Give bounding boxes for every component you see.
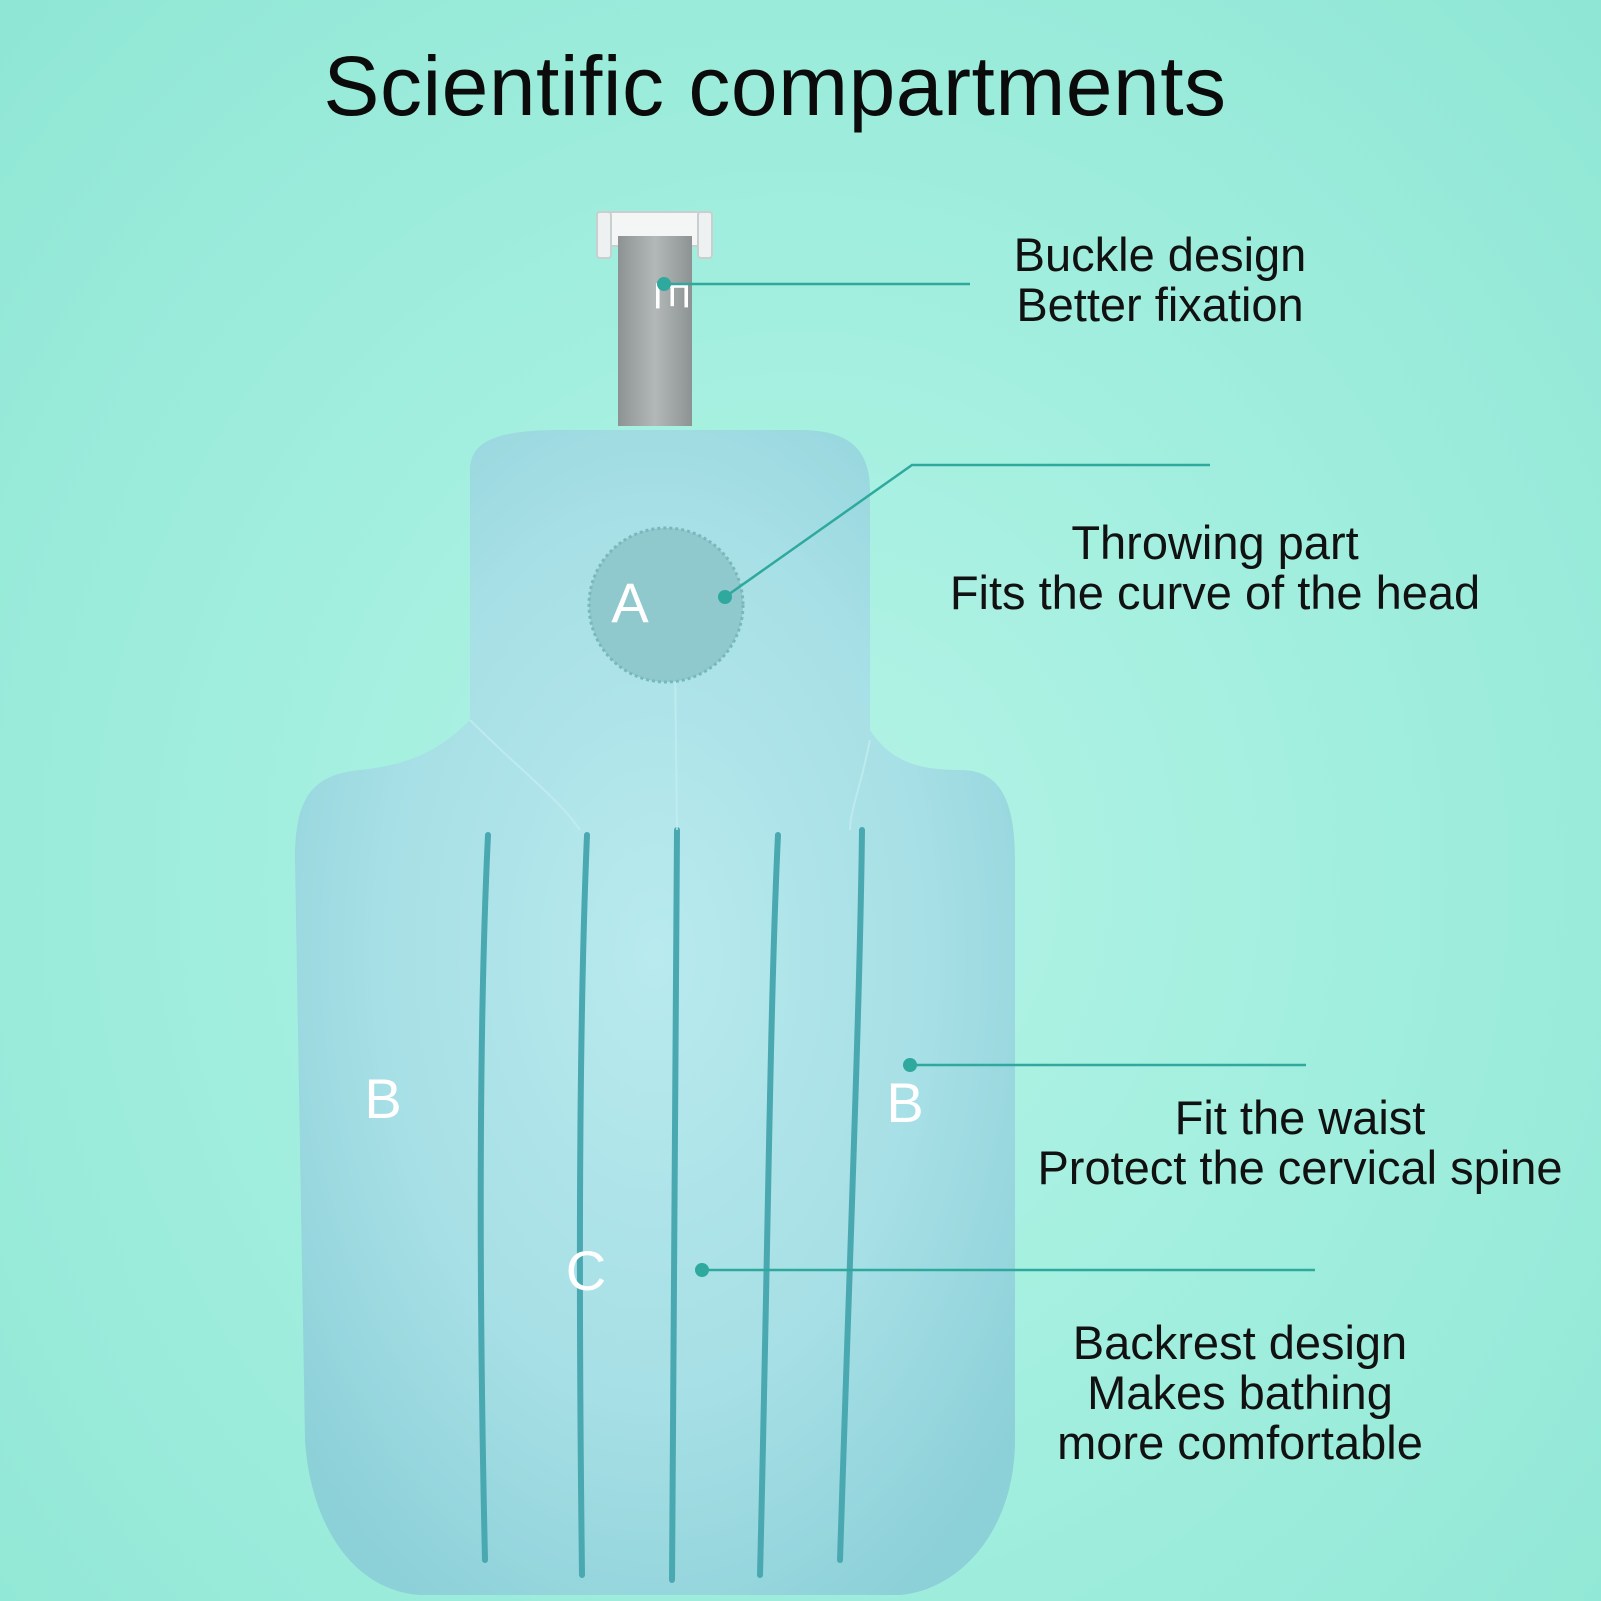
region-label-c: C: [566, 1239, 606, 1302]
callout-backrest-line3: more comfortable: [1057, 1416, 1423, 1469]
callout-buckle: Buckle design Better fixation: [960, 230, 1360, 330]
callout-throwing: Throwing part Fits the curve of the head: [930, 518, 1500, 618]
callout-waist-line1: Fit the waist: [1174, 1091, 1426, 1144]
callout-throwing-line2: Fits the curve of the head: [949, 566, 1481, 619]
callout-buckle-line1: Buckle design: [1013, 228, 1307, 281]
headrest-pad: [587, 526, 745, 684]
region-label-b-right: B: [886, 1071, 923, 1134]
callout-waist-line2: Protect the cervical spine: [1037, 1141, 1563, 1194]
region-label-e: E: [646, 280, 698, 311]
cushion-seams: [477, 827, 865, 1583]
callout-backrest: Backrest design Makes bathing more comfo…: [1030, 1318, 1450, 1468]
callout-buckle-line2: Better fixation: [1016, 278, 1304, 331]
callout-backrest-line2: Makes bathing: [1087, 1366, 1393, 1419]
region-label-b-left: B: [364, 1067, 401, 1130]
callout-throwing-line1: Throwing part: [1071, 516, 1359, 569]
callout-waist: Fit the waist Protect the cervical spine: [1015, 1093, 1585, 1193]
page-title: Scientific compartments: [323, 39, 1227, 133]
region-label-a: A: [611, 571, 649, 634]
cushion-body: [295, 430, 1015, 1595]
hanging-strap: [618, 236, 692, 426]
callout-backrest-line1: Backrest design: [1072, 1316, 1408, 1369]
